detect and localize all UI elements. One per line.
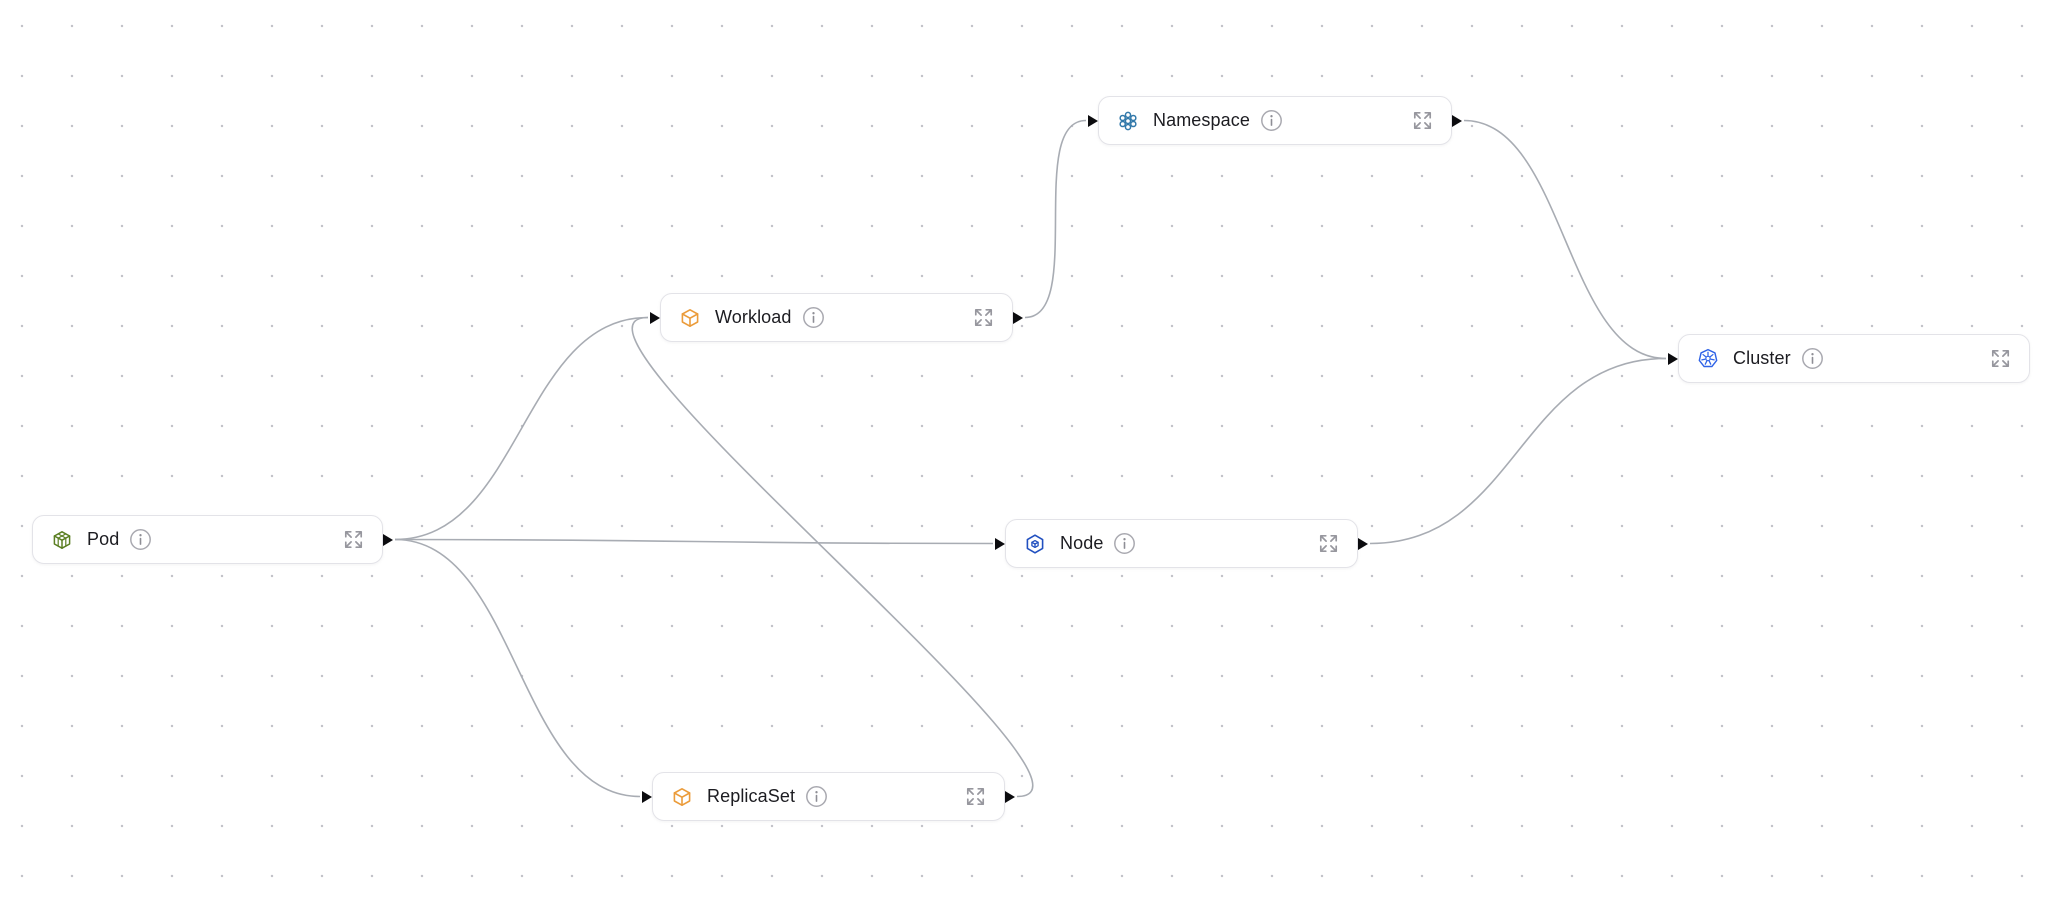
info-icon[interactable] <box>805 785 828 808</box>
info-icon[interactable] <box>1801 347 1824 370</box>
expand-icon[interactable] <box>1317 532 1340 555</box>
node-label: Pod <box>87 529 120 549</box>
node-cube-icon <box>1024 533 1046 555</box>
edge-workload-namespace[interactable] <box>1024 119 1087 319</box>
edge-namespace-cluster[interactable] <box>1463 119 1667 360</box>
cube-icon <box>671 786 693 808</box>
input-handle[interactable] <box>1668 352 1678 365</box>
edge-pod-node[interactable] <box>394 538 994 545</box>
input-handle[interactable] <box>1088 114 1098 127</box>
input-handle[interactable] <box>995 537 1005 550</box>
edge-replicaset-workload[interactable] <box>631 316 1034 798</box>
expand-icon[interactable] <box>1411 109 1434 132</box>
output-handle[interactable] <box>383 533 393 546</box>
info-icon[interactable] <box>1260 109 1283 132</box>
output-handle[interactable] <box>1005 790 1015 803</box>
input-handle[interactable] <box>642 790 652 803</box>
node-workload[interactable]: Workload <box>650 293 1023 342</box>
node-label: Node <box>1060 533 1104 553</box>
node-label: Workload <box>715 307 792 327</box>
expand-icon[interactable] <box>342 528 365 551</box>
output-handle[interactable] <box>1013 311 1023 324</box>
node-replicaset[interactable]: ReplicaSet <box>642 772 1015 821</box>
edge-node-cluster[interactable] <box>1369 357 1667 545</box>
expand-icon[interactable] <box>964 785 987 808</box>
cube-icon <box>679 307 701 329</box>
node-cluster[interactable]: Cluster <box>1668 334 2030 383</box>
input-handle[interactable] <box>650 311 660 324</box>
kubernetes-icon <box>1697 348 1719 370</box>
edge-pod-replicaset[interactable] <box>394 538 641 798</box>
namespace-icon <box>1117 110 1139 132</box>
node-label: ReplicaSet <box>707 786 796 806</box>
info-icon[interactable] <box>802 306 825 329</box>
output-handle[interactable] <box>1358 537 1368 550</box>
node-label: Namespace <box>1153 110 1250 130</box>
expand-icon[interactable] <box>1989 347 2012 370</box>
pod-icon <box>51 529 73 551</box>
node-pod[interactable]: Pod <box>32 515 393 564</box>
expand-icon[interactable] <box>972 306 995 329</box>
edge-pod-workload[interactable] <box>394 316 649 541</box>
info-icon[interactable] <box>129 528 152 551</box>
node-label: Cluster <box>1733 348 1791 368</box>
node-node[interactable]: Node <box>995 519 1368 568</box>
node-namespace[interactable]: Namespace <box>1088 96 1462 145</box>
output-handle[interactable] <box>1452 114 1462 127</box>
info-icon[interactable] <box>1113 532 1136 555</box>
